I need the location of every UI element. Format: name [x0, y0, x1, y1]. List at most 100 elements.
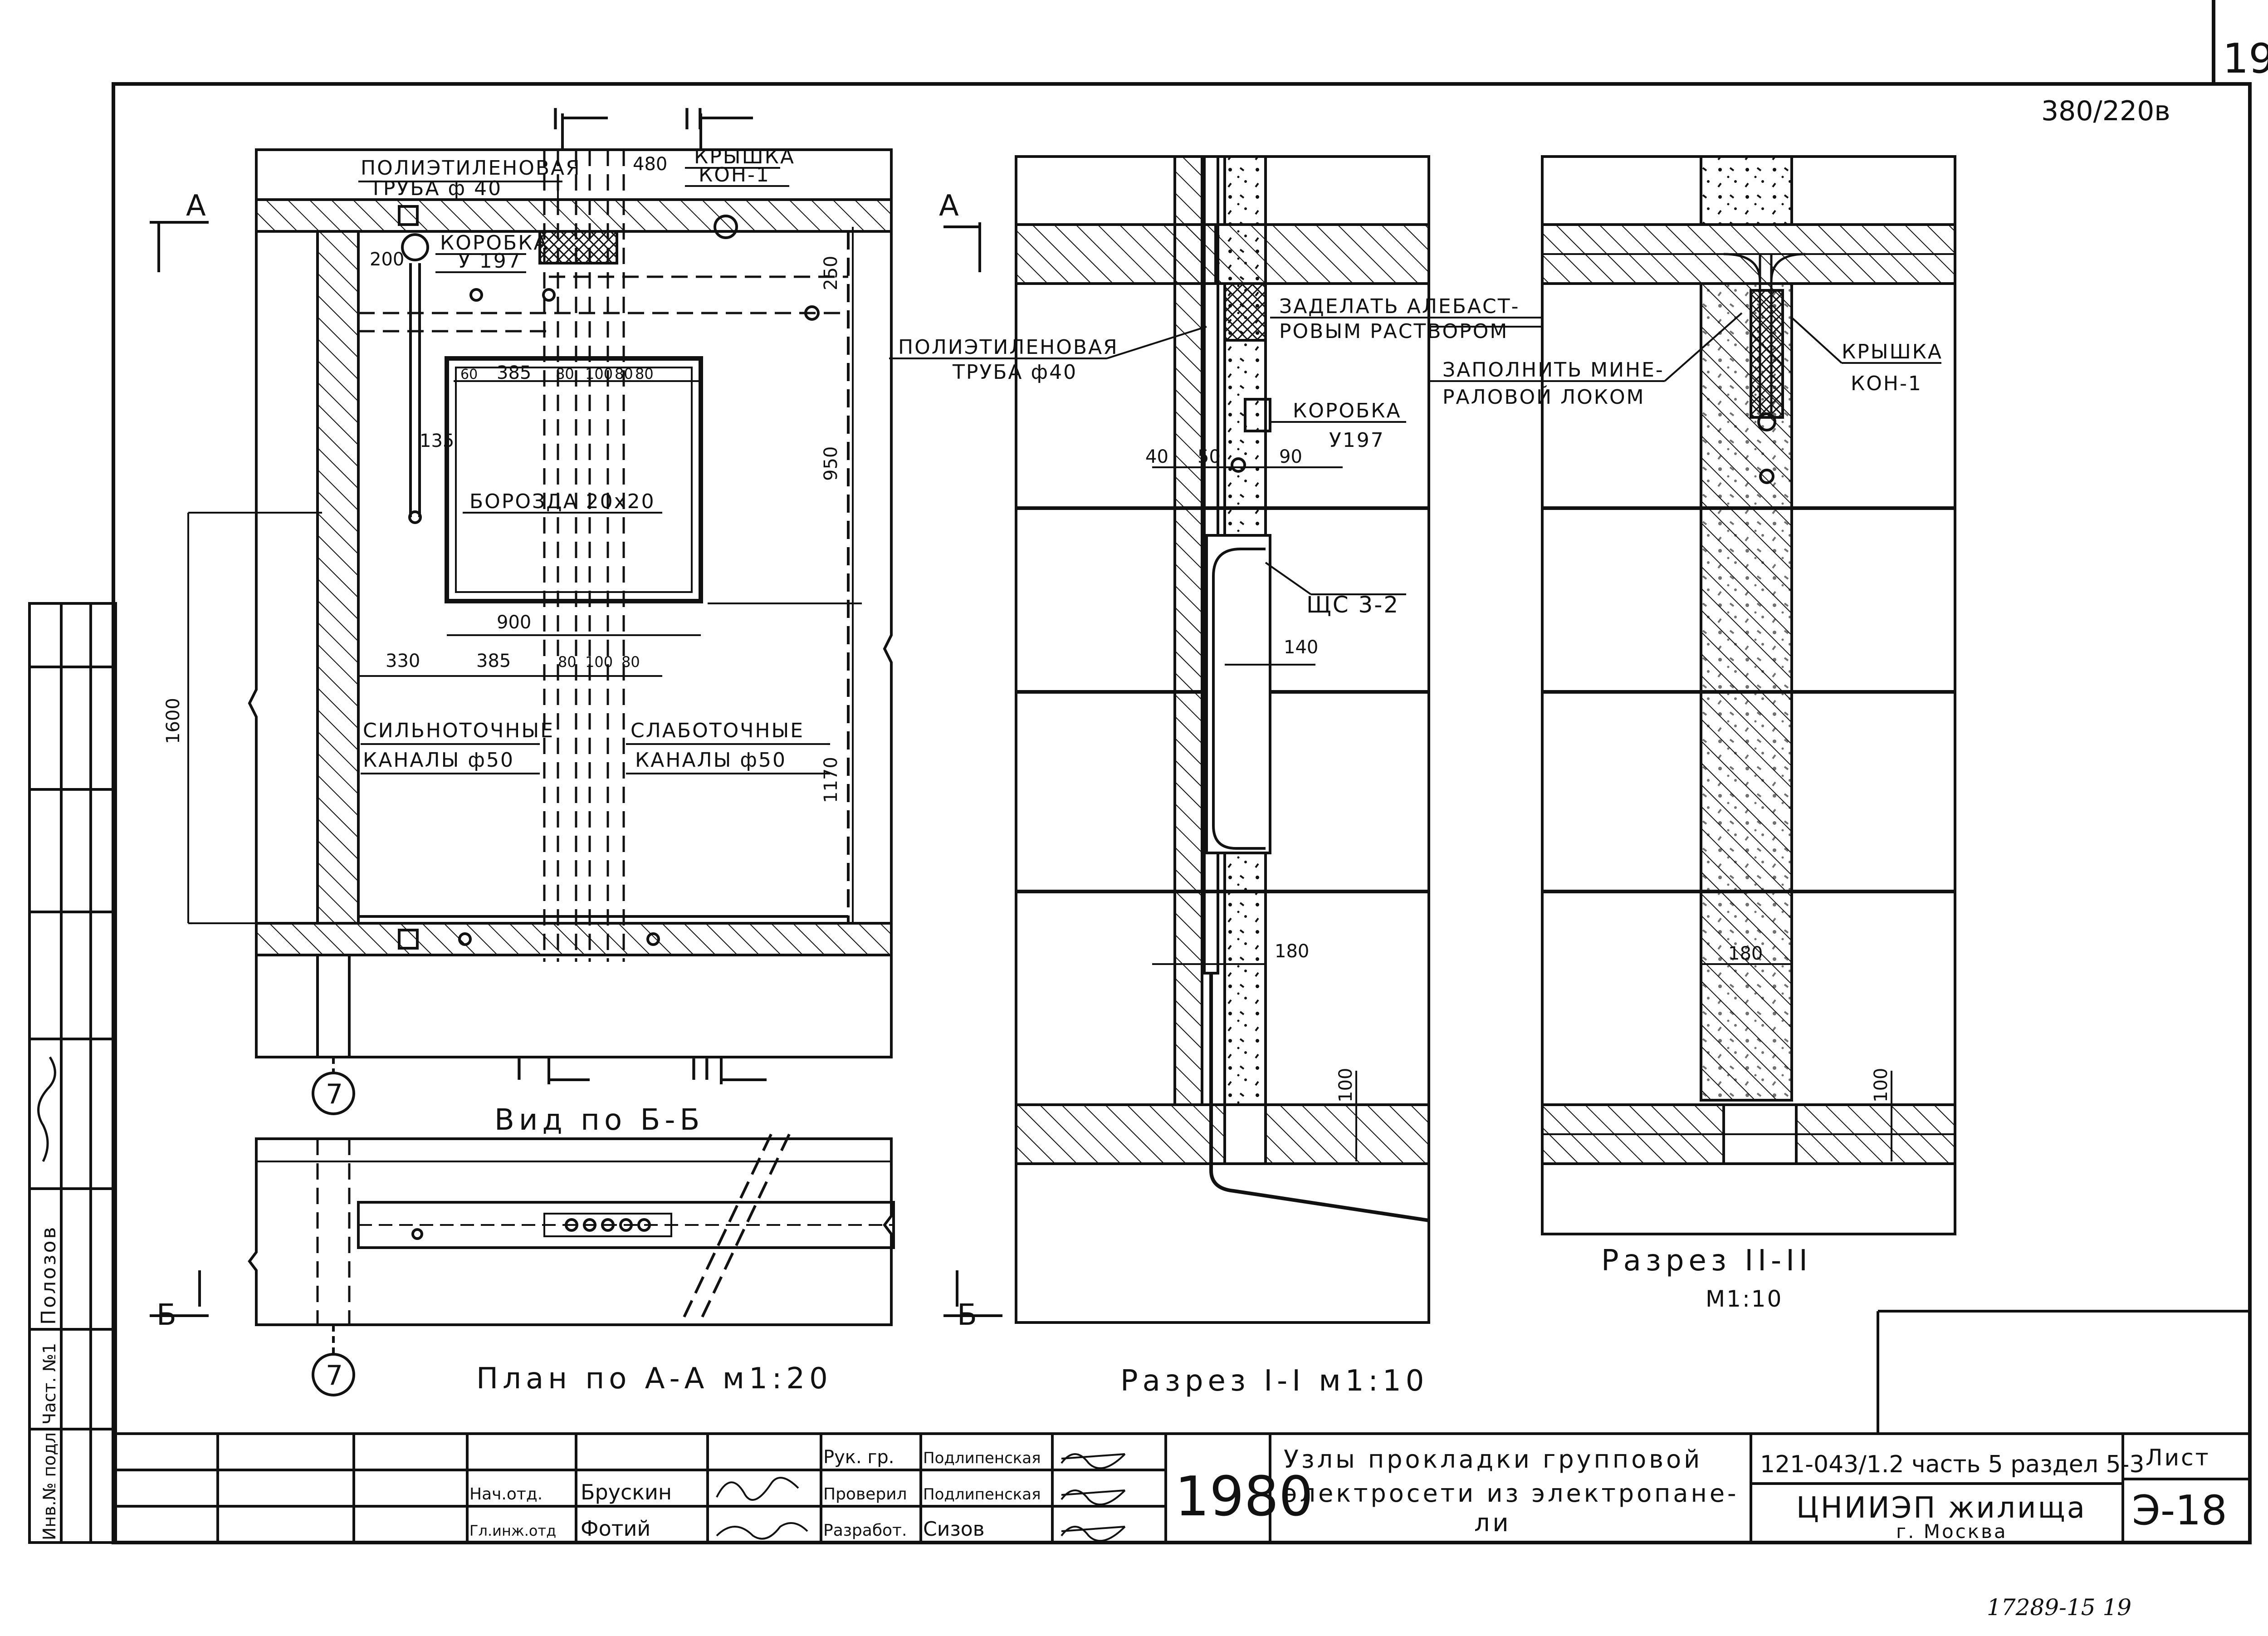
tb-title-line-2: электросети из электропане-	[1284, 1479, 1739, 1508]
left-margin-strip	[28, 602, 117, 1544]
sec2-scale: М1:10	[1706, 1286, 1783, 1312]
plan-dim: 80	[635, 365, 654, 382]
sec2-fill-label-2: РАЛОВОЙ ЛОКОМ	[1442, 385, 1645, 409]
plan-aa	[150, 1133, 1002, 1396]
plan-axis-label: 7	[326, 1078, 343, 1110]
plan-box-label-2: У 197	[458, 250, 522, 273]
plan-view-labels: ПОЛИЭТИЛЕНОВАЯ ТРУБА ф 40 КРЫШКА КОН-1 К…	[163, 103, 841, 1137]
sec1-dim: 140	[1284, 637, 1318, 658]
tb-role-checked: Проверил	[823, 1485, 907, 1504]
sec1-panel-label: ЩС 3-2	[1306, 592, 1399, 618]
tb-signatures	[716, 1453, 1126, 1542]
tb-city: г. Москва	[1896, 1520, 2008, 1543]
sec1-dim: 90	[1279, 446, 1302, 467]
plan-dim: 80	[621, 653, 640, 671]
tb-role-head-dept: Нач.отд.	[469, 1485, 543, 1504]
plan-dim: 80	[556, 365, 574, 382]
plan-cover-label-2: КОН-1	[699, 163, 770, 186]
sec1-title: Разрез I-I м1:10	[1120, 1364, 1428, 1398]
plan-dim: 1600	[163, 698, 184, 744]
sec2-dim: 100	[1871, 1068, 1892, 1102]
margin-surname: Полозов	[37, 1225, 60, 1325]
sec2-dim: 180	[1728, 943, 1763, 964]
plan-lowcur-label-1: СЛАБОТОЧНЫЕ	[631, 719, 804, 742]
sec2-cover-label-1: КРЫШКА	[1842, 340, 1943, 363]
plan-groove-label: БОРОЗДА 20х20	[469, 490, 655, 513]
tb-name-chief-eng: Фотий	[581, 1516, 650, 1541]
tb-role-developed: Разработ.	[823, 1521, 907, 1540]
section-2-labels: ЗАПОЛНИТЬ МИНЕ- РАЛОВОЙ ЛОКОМ КРЫШКА КОН…	[1442, 340, 1943, 1312]
plan-aa-title: План по А-А м1:20	[476, 1362, 832, 1396]
plan-dim: 950	[821, 446, 841, 481]
margin-signature	[37, 1056, 56, 1162]
tb-title-line-3: ли	[1474, 1509, 1511, 1537]
plan-dim: 900	[497, 612, 531, 633]
plan-box-label-1: КОРОБКА	[440, 231, 549, 255]
plan-section-mark-ii-bottom: II	[689, 1053, 716, 1087]
tb-doc-code: 121-043/1.2 часть 5 раздел 5-3	[1760, 1451, 2144, 1478]
plan-dim: 200	[370, 249, 404, 270]
sec1-dim: 40	[1145, 446, 1168, 467]
tb-org: ЦНИИЭП жилища	[1796, 1491, 2087, 1525]
sec1-dim: 180	[1275, 941, 1309, 962]
sec1-box-label-1: КОРОБКА	[1293, 399, 1402, 422]
plan-dim: 385	[476, 651, 511, 671]
plan-dim: 385	[497, 362, 531, 383]
plan-dim: 60	[460, 367, 478, 382]
plan-dim: 100	[585, 365, 613, 382]
tb-role-group-lead: Рук. гр.	[823, 1447, 894, 1468]
sec1-dim: 100	[1335, 1068, 1356, 1102]
sec2-title: Разрез II-II	[1601, 1244, 1812, 1278]
plan-axis-label-2: 7	[326, 1360, 343, 1391]
plan-dim: 1170	[821, 757, 841, 803]
plan-section-mark-i-bottom: I	[515, 1053, 528, 1087]
sec1-pipe-label-2: ТРУБА ф40	[952, 361, 1077, 384]
bottom-code: 17289-15 19	[1987, 1594, 2131, 1621]
plan-section-mark-ii: II	[683, 103, 709, 137]
plan-dim: 250	[821, 256, 841, 290]
sec2-fill-label-1: ЗАПОЛНИТЬ МИНЕ-	[1442, 358, 1664, 382]
plan-dim: 330	[386, 651, 420, 671]
tb-name-checked: Подлипенская	[923, 1485, 1041, 1504]
margin-sheet-no: Част. №1	[39, 1343, 59, 1425]
plan-dim: 135	[420, 431, 454, 451]
tb-year: 1980	[1175, 1465, 1313, 1528]
sec1-box-label-2: У197	[1329, 429, 1385, 452]
plan-lowcur-label-2: КАНАЛЫ ф50	[635, 749, 787, 772]
plan-power-label-1: СИЛЬНОТОЧНЫЕ	[363, 719, 554, 742]
plan-section-mark-a-2: А	[939, 189, 963, 223]
title-block	[114, 1310, 2251, 1544]
plan-cover-label-1: КРЫШКА	[694, 145, 795, 168]
voltage-label: 380/220в	[2041, 95, 2170, 127]
sec1-seal-label-1: ЗАДЕЛАТЬ АЛЕБАСТ-	[1279, 295, 1520, 318]
plan-aa-labels: Б Б 7 План по А-А м1:20 А	[156, 189, 982, 1396]
plan-power-label-2: КАНАЛЫ ф50	[363, 749, 514, 772]
plan-section-mark-b-left: Б	[156, 1298, 181, 1332]
plan-pipe-label-1: ПОЛИЭТИЛЕНОВАЯ	[361, 157, 581, 180]
tb-title-line-1: Узлы прокладки групповой	[1284, 1445, 1702, 1474]
plan-dim: 100	[585, 653, 613, 671]
section-2	[1429, 155, 1956, 1235]
sec2-cover-label-2: КОН-1	[1851, 372, 1922, 395]
sec1-pipe-label-1: ПОЛИЭТИЛЕНОВАЯ	[898, 336, 1119, 359]
plan-dim: 80	[615, 365, 633, 382]
page-number: 19	[2223, 35, 2268, 83]
plan-view-title: Вид по Б-Б	[494, 1103, 704, 1137]
sec1-seal-label-2: РОВЫМ РАСТВОРОМ	[1279, 320, 1508, 343]
tb-sheet-code: Э-18	[2132, 1487, 2227, 1534]
tb-name-head-dept: Брускин	[581, 1480, 672, 1504]
plan-section-mark-a: А	[186, 189, 210, 223]
plan-view	[150, 113, 893, 1115]
section-1-labels: ПОЛИЭТИЛЕНОВАЯ ТРУБА ф40 ЗАДЕЛАТЬ АЛЕБАС…	[898, 295, 1520, 1398]
tb-name-developed: Сизов	[923, 1518, 985, 1541]
plan-pipe-label-2: ТРУБА ф 40	[369, 177, 502, 200]
section-1	[889, 155, 1542, 1324]
tb-name-group-lead: Подлипенская	[923, 1449, 1041, 1467]
tb-sheet-label: Лист	[2146, 1445, 2210, 1471]
plan-dim: 80	[558, 653, 577, 671]
sec1-dim: 50	[1198, 446, 1221, 467]
margin-inv-no: Инв.№ подл.	[39, 1427, 59, 1540]
plan-section-mark-b-right: Б	[957, 1298, 982, 1332]
plan-dim: 480	[633, 154, 667, 175]
